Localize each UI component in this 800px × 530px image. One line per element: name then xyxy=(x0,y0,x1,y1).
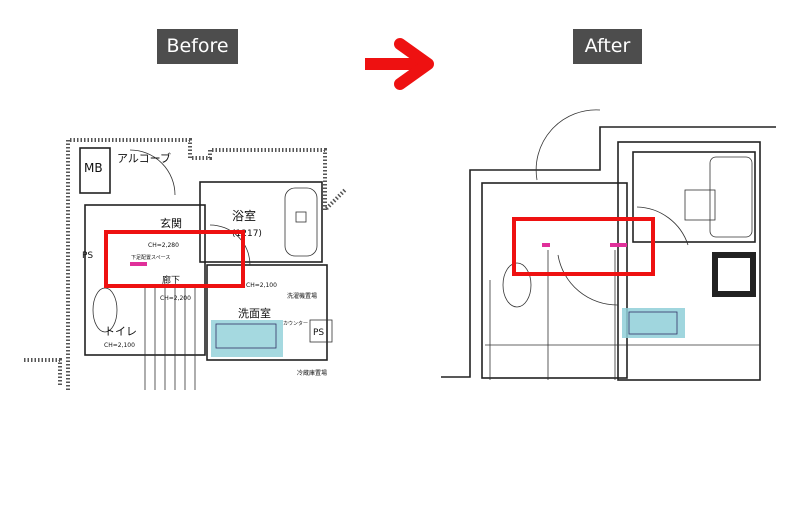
counter: カウンター xyxy=(283,320,308,327)
after-washbasin-highlight xyxy=(622,308,685,338)
before-label: Before xyxy=(157,29,238,64)
bath-size: (1217) xyxy=(232,229,262,239)
room-corridor: 廊下 xyxy=(162,274,180,286)
storage-space: 下足配置スペース xyxy=(131,255,170,261)
room-bath: 浴室 xyxy=(232,208,256,223)
after-label: After xyxy=(573,29,642,64)
before-floor-plan: MB アルコーブ 玄関 CH=2,280 下足配置スペース 浴室 (1217) … xyxy=(24,130,347,390)
right-arrow-icon xyxy=(365,38,434,90)
corridor-ceiling-height: CH=2,200 xyxy=(160,295,191,302)
room-toilet: トイレ xyxy=(104,325,137,338)
room-ps-right: PS xyxy=(313,328,324,338)
room-washroom: 洗面室 xyxy=(238,306,271,320)
room-mb: MB xyxy=(84,161,103,175)
room-ps-left: PS xyxy=(82,251,93,261)
fridge-space: 冷蔵庫置場 xyxy=(297,369,327,377)
before-highlight-box xyxy=(104,230,245,288)
room-entrance: 玄関 xyxy=(160,216,182,230)
room-alcove: アルコーブ xyxy=(117,151,171,165)
laundry-space: 洗濯機置場 xyxy=(287,292,317,300)
after-highlight-box xyxy=(512,217,655,276)
before-marker xyxy=(130,262,147,266)
toilet-ceiling-height: CH=2,100 xyxy=(104,342,135,349)
after-marker-right xyxy=(610,243,627,247)
washroom-ceiling-height: CH=2,100 xyxy=(246,282,277,289)
before-washbasin-highlight xyxy=(211,320,283,357)
after-marker-left xyxy=(542,243,550,247)
after-floor-plan xyxy=(441,109,776,381)
entrance-ceiling-height: CH=2,280 xyxy=(148,242,179,249)
